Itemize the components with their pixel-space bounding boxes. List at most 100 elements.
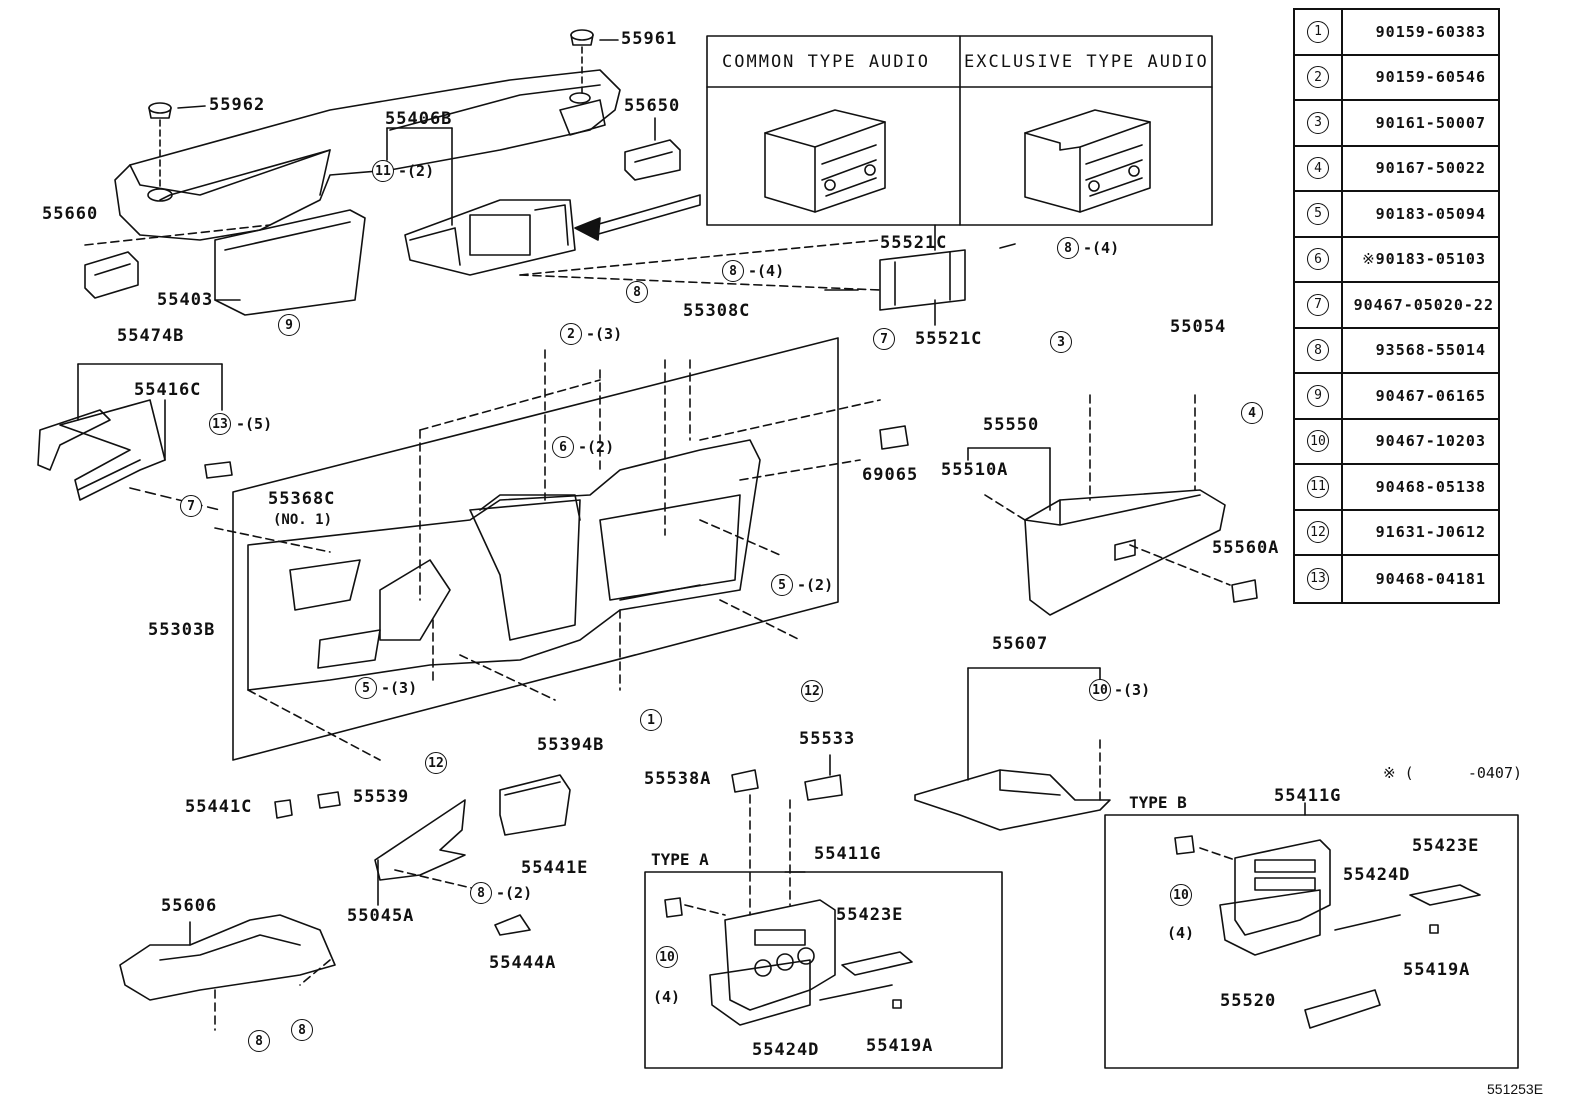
part-label-55533: 55533 bbox=[799, 729, 856, 749]
legend-callout-number: 13 bbox=[1307, 567, 1329, 590]
callout-6-qty: -(2) bbox=[578, 438, 615, 456]
part-69065 bbox=[879, 425, 909, 450]
legend-part-number: 90468-05138 bbox=[1375, 477, 1486, 496]
part-label-55416C: 55416C bbox=[134, 380, 202, 400]
lid-55520 bbox=[1304, 989, 1381, 1029]
part-label-55406B: 55406B bbox=[385, 109, 453, 129]
legend-callout-number: 2 bbox=[1307, 66, 1329, 89]
control-panel-type-a bbox=[709, 899, 836, 1026]
callout-7-circle-b: 7 bbox=[180, 495, 202, 517]
common-audio-unit-illustration bbox=[764, 109, 886, 213]
legend-row: 7 90467-05020-22 bbox=[1295, 283, 1498, 329]
legend-callout-number: 5 bbox=[1307, 202, 1329, 225]
part-label-55474B: 55474B bbox=[117, 326, 185, 346]
part-label-55961: 55961 bbox=[621, 29, 678, 49]
part-label-55607: 55607 bbox=[992, 634, 1049, 654]
part-label-55424D-type-b: 55424D bbox=[1343, 865, 1411, 885]
cap-55961 bbox=[570, 29, 594, 46]
part-label-55303B: 55303B bbox=[148, 620, 216, 640]
callout-8-circle-e: 8 bbox=[248, 1030, 270, 1052]
legend-callout-number: 9 bbox=[1307, 384, 1329, 407]
legend-row: 12 91631-J0612 bbox=[1295, 510, 1498, 556]
callout-10-qty-a: -(3) bbox=[1114, 681, 1151, 699]
legend-part-number: 90467-05020-22 bbox=[1353, 295, 1494, 314]
callout-10-qty-c: (4) bbox=[1167, 924, 1195, 942]
clip-55419A-b bbox=[1429, 924, 1439, 934]
callout-10-qty-b: (4) bbox=[653, 988, 681, 1006]
support-55607 bbox=[914, 769, 1111, 831]
legend-callout-number: 8 bbox=[1307, 339, 1329, 362]
part-label-55510A: 55510A bbox=[941, 460, 1009, 480]
part-label-55441E: 55441E bbox=[521, 858, 589, 878]
legend-part-number: 90183-05103 bbox=[1375, 250, 1486, 269]
type-b-box bbox=[1104, 814, 1519, 1069]
legend-callout-number: 7 bbox=[1307, 293, 1329, 316]
part-label-69065: 69065 bbox=[862, 465, 919, 485]
legend-part-number: 90161-50007 bbox=[1375, 113, 1486, 132]
callout-8-circle-d: 8 bbox=[470, 882, 492, 904]
callout-8-circle-f: 8 bbox=[291, 1019, 313, 1041]
part-55444A bbox=[494, 914, 531, 936]
legend-callout-number: 12 bbox=[1307, 521, 1329, 544]
arrow-indicator bbox=[584, 194, 701, 236]
exclusive-type-audio-label: EXCLUSIVE TYPE AUDIO bbox=[964, 52, 1209, 72]
legend-callout-number: 10 bbox=[1307, 430, 1329, 453]
part-label-55521C-top: 55521C bbox=[880, 233, 948, 253]
film-55423E-b bbox=[1409, 884, 1481, 906]
part-55441C bbox=[274, 799, 293, 819]
callout-11-circle: 11 bbox=[372, 160, 394, 182]
type-a-box bbox=[644, 871, 1003, 1069]
callout-4-circle: 4 bbox=[1241, 402, 1263, 424]
legend-row: 3 90161-50007 bbox=[1295, 101, 1498, 147]
part-label-55394B: 55394B bbox=[537, 735, 605, 755]
upper-dash-panel bbox=[114, 69, 621, 241]
part-label-55411G-type-a: 55411G bbox=[814, 844, 882, 864]
callout-9-circle: 9 bbox=[278, 314, 300, 336]
legend-part-number: 90159-60546 bbox=[1375, 68, 1486, 87]
part-label-55403: 55403 bbox=[157, 290, 214, 310]
callout-8-qty-b: -(4) bbox=[1083, 239, 1120, 257]
legend-callout-number: 6 bbox=[1307, 248, 1329, 271]
part-label-55368C-sub: (NO. 1) bbox=[273, 512, 333, 528]
switch-55538A bbox=[731, 769, 759, 793]
box-55441E bbox=[499, 774, 571, 836]
part-label-55660: 55660 bbox=[42, 204, 99, 224]
film-55423E-a bbox=[841, 951, 913, 976]
part-label-55550: 55550 bbox=[983, 415, 1040, 435]
part-label-55423E-type-b: 55423E bbox=[1412, 836, 1480, 856]
bracket-55045A bbox=[374, 799, 466, 881]
callout-8-circle-a: 8 bbox=[626, 281, 648, 303]
part-label-55539: 55539 bbox=[353, 787, 410, 807]
part-55539 bbox=[317, 791, 341, 809]
audio-bracket-55521C bbox=[879, 249, 966, 311]
clip-13 bbox=[204, 461, 233, 479]
part-label-55441C: 55441C bbox=[185, 797, 253, 817]
legend-part-number: 90159-60383 bbox=[1375, 22, 1486, 41]
callout-6-circle: 6 bbox=[552, 436, 574, 458]
footnote-date-range: ※ ( -0407) bbox=[1383, 764, 1522, 782]
callout-2-qty: -(3) bbox=[586, 325, 623, 343]
common-type-audio-label: COMMON TYPE AUDIO bbox=[722, 52, 930, 72]
part-label-55520: 55520 bbox=[1220, 991, 1277, 1011]
part-label-55419A-type-a: 55419A bbox=[866, 1036, 934, 1056]
legend-row: 2 90159-60546 bbox=[1295, 55, 1498, 101]
legend-callout-number: 4 bbox=[1307, 157, 1329, 180]
strip-55424D-a bbox=[819, 984, 893, 1001]
legend-note-mark: ※ bbox=[1362, 250, 1376, 269]
strip-55424D-b bbox=[1334, 914, 1401, 931]
callout-10-circle-b: 10 bbox=[656, 946, 678, 968]
legend-part-number: 90183-05094 bbox=[1375, 204, 1486, 223]
legend-part-number: 90467-06165 bbox=[1375, 386, 1486, 405]
legend-callout-number: 3 bbox=[1307, 111, 1329, 134]
legend-part-number: 91631-J0612 bbox=[1375, 523, 1486, 542]
callout-5-qty-a: -(2) bbox=[797, 576, 834, 594]
callout-10-circle-c: 10 bbox=[1170, 884, 1192, 906]
panel-dashed-links bbox=[214, 349, 881, 761]
